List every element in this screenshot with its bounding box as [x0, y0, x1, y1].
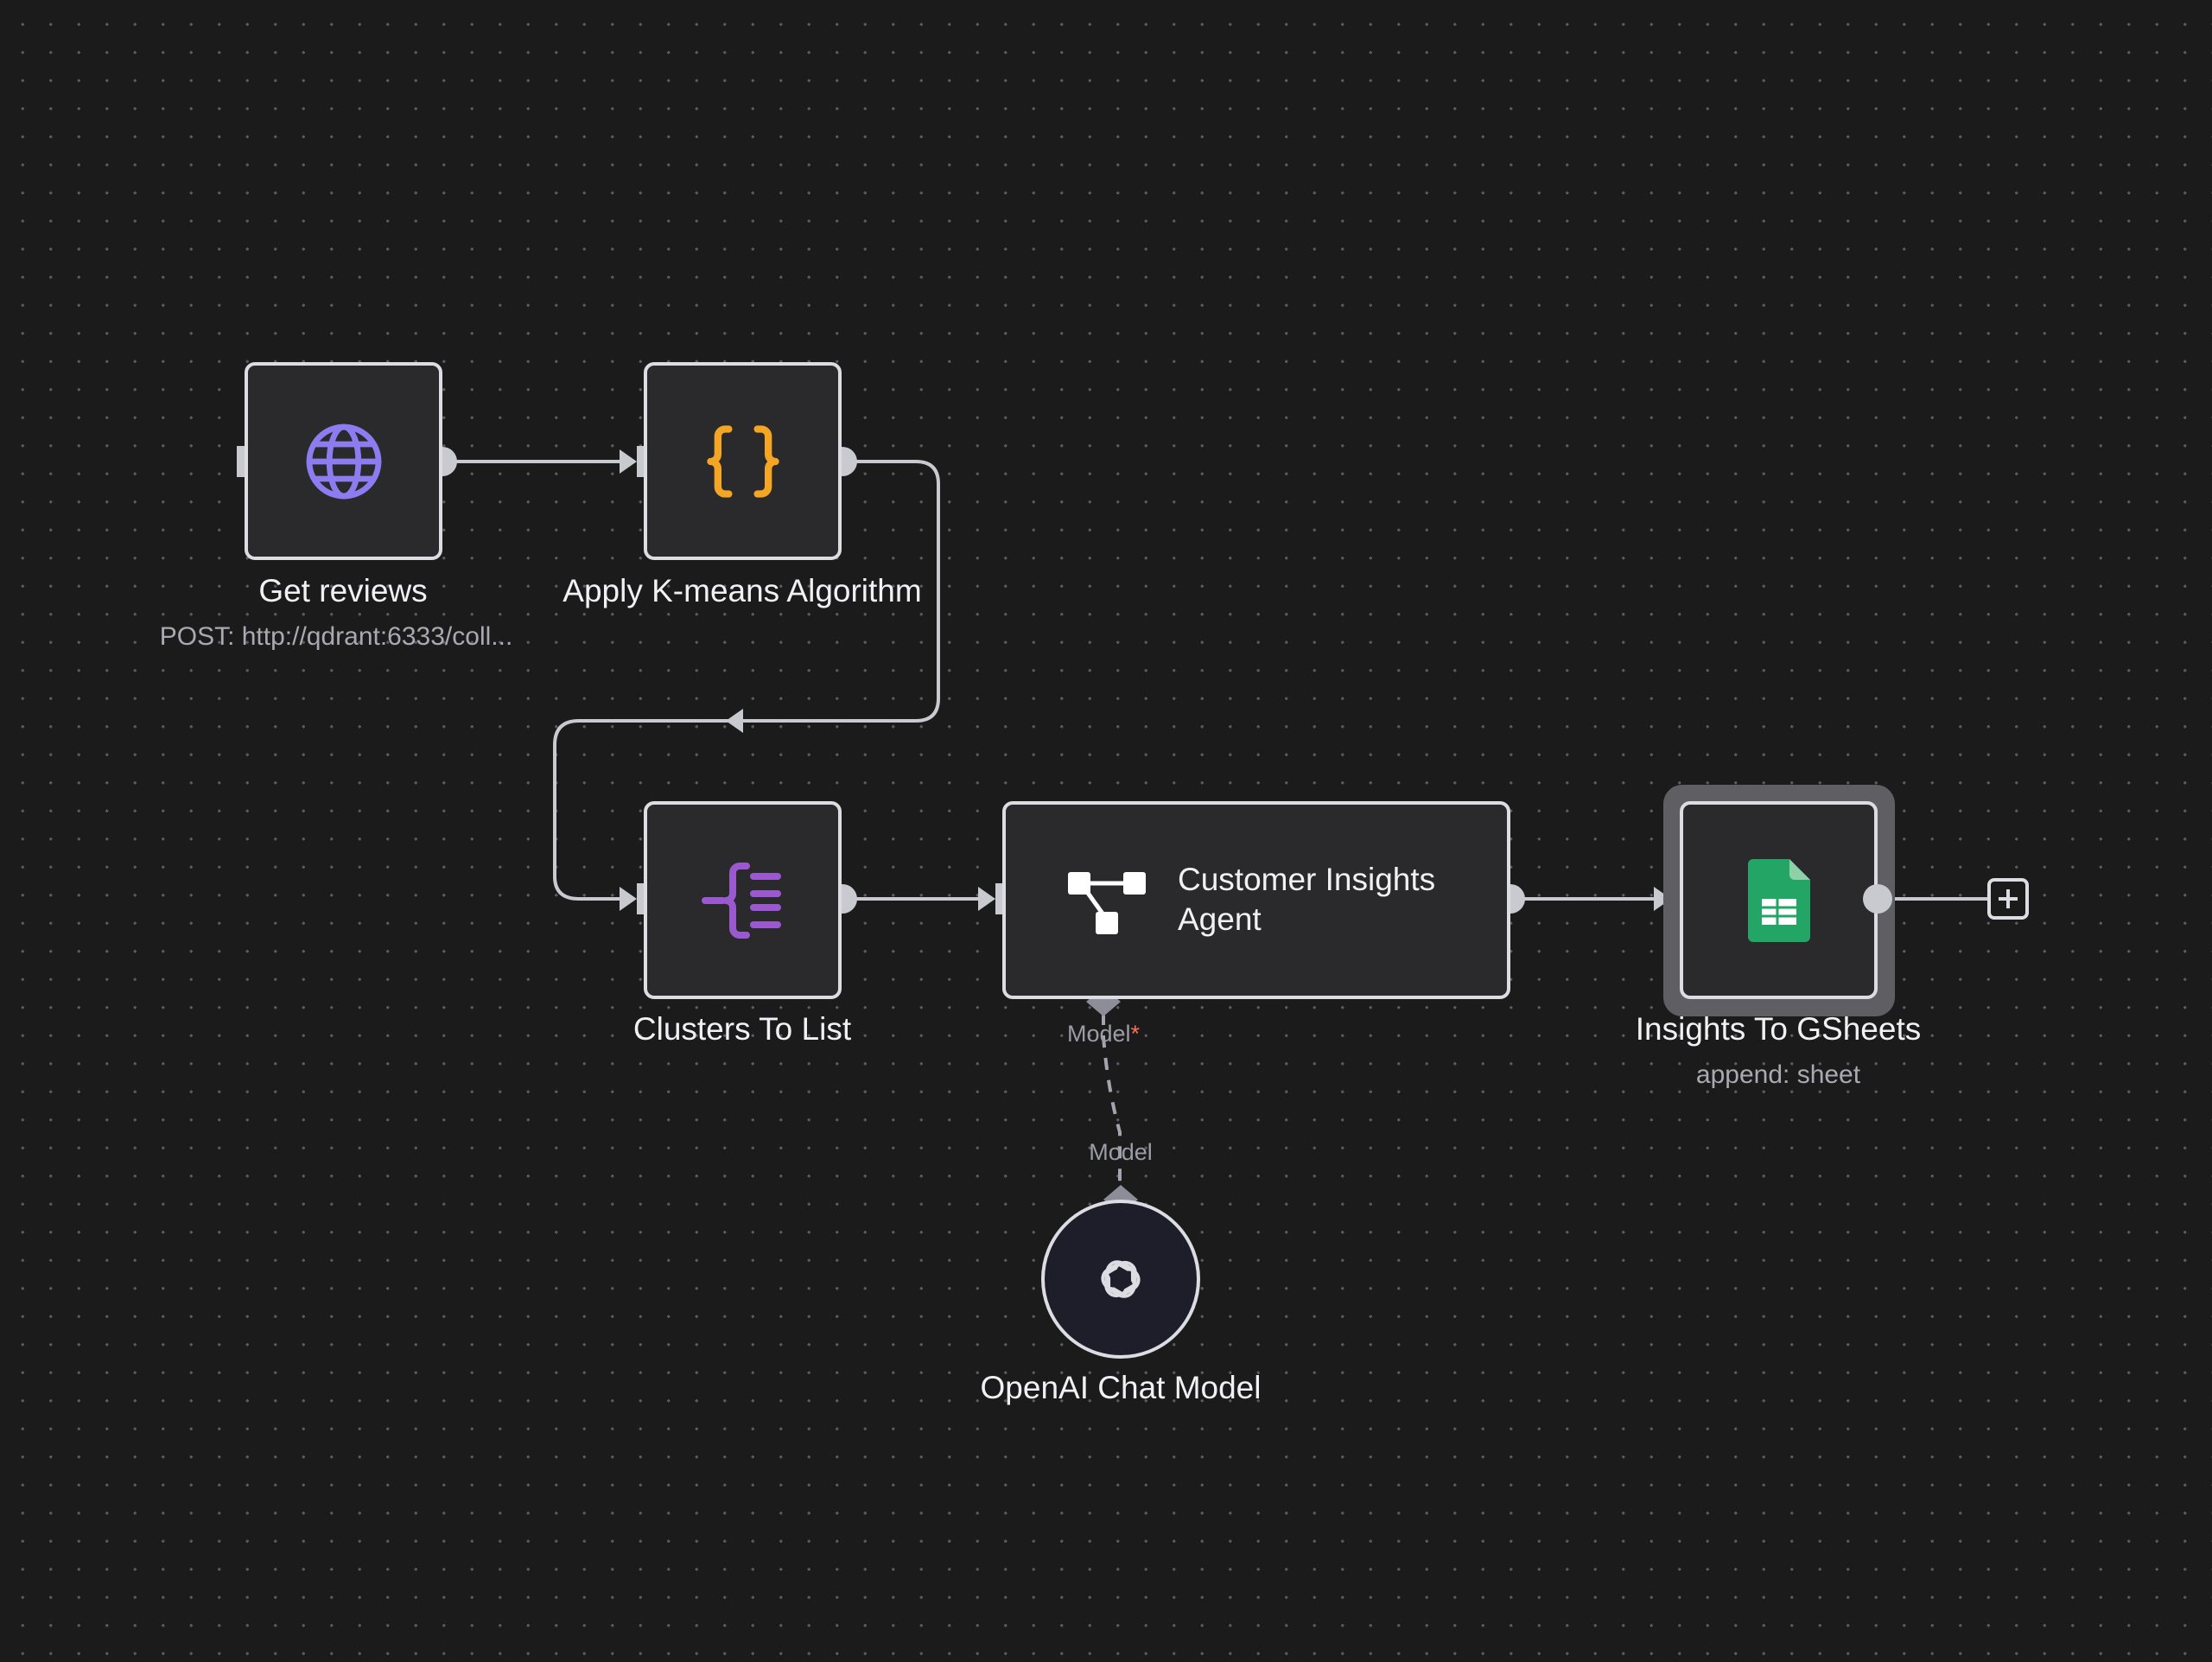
globe-icon [306, 423, 381, 499]
edge-model-connection[interactable] [1102, 1013, 1122, 1188]
edge-midpoint-arrow [726, 709, 743, 733]
node-title-get-reviews: Get reviews [258, 573, 428, 608]
node-kmeans[interactable] [644, 362, 842, 560]
output-handle-gsheets[interactable] [1863, 884, 1892, 914]
split-out-icon [701, 862, 781, 939]
node-title-gsheets: Insights To GSheets [1635, 1011, 1922, 1047]
code-braces-icon [706, 424, 779, 498]
edge-arrow-clusters-input [620, 887, 637, 911]
node-title-clusters-to-list: Clusters To List [632, 1011, 852, 1047]
edge-arrow-gsheets-input [1654, 887, 1671, 911]
node-insights-to-gsheets[interactable] [1680, 801, 1878, 999]
node-customer-insights-agent[interactable] [1002, 801, 1510, 999]
add-node-button[interactable] [1987, 878, 2029, 920]
openai-model-port-label: Model [1089, 1139, 1153, 1165]
node-subtitle-get-reviews: POST: http://qdrant:6333/coll... [159, 622, 513, 651]
node-title-openai: OpenAI Chat Model [980, 1370, 1262, 1405]
node-get-reviews[interactable] [245, 362, 442, 560]
node-title-kmeans: Apply K-means Algorithm [563, 573, 922, 608]
node-openai-chat-model[interactable] [1041, 1200, 1200, 1359]
agent-model-port-label: Model* [1066, 1021, 1141, 1047]
openai-icon [1101, 1260, 1141, 1298]
node-title-agent: Customer Insights Agent [1178, 862, 1436, 937]
node-subtitle-gsheets: append: sheet [1695, 1060, 1861, 1089]
edge-kmeans-to-clusters[interactable] [553, 460, 940, 901]
plus-icon [1999, 889, 2018, 908]
google-sheets-icon [1747, 858, 1810, 942]
node-clusters-to-list[interactable] [644, 801, 842, 999]
edge-arrow-kmeans-input [620, 449, 637, 474]
agent-icon [1068, 872, 1146, 934]
edge-arrow-agent-input [978, 887, 995, 911]
